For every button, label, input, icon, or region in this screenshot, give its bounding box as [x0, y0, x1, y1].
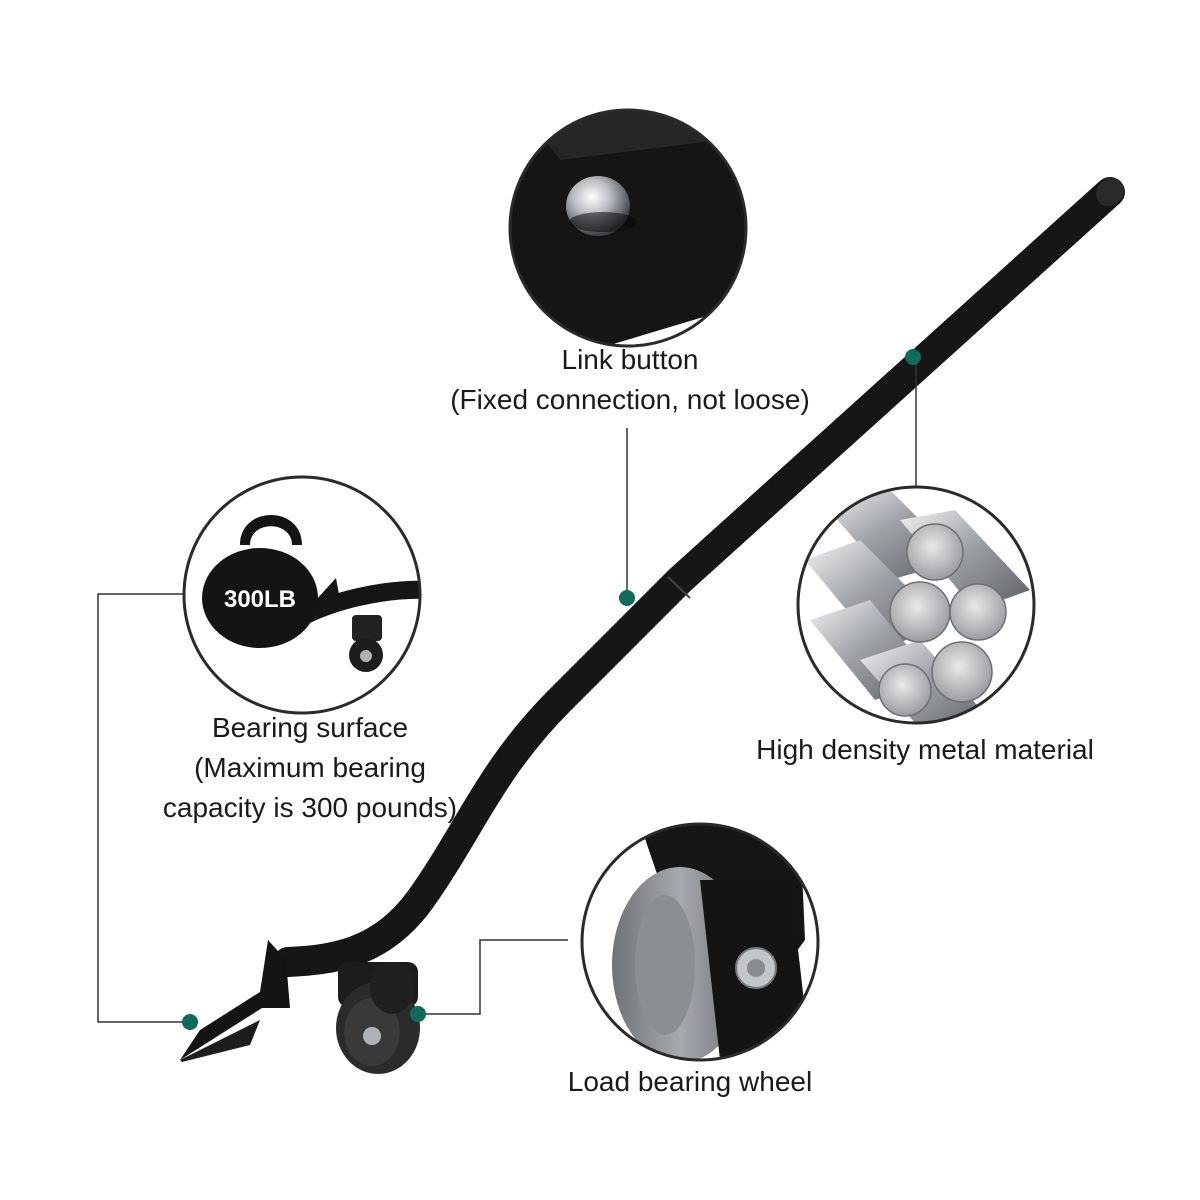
callout-circle-link-button — [508, 108, 748, 348]
metal-rods-icon — [805, 490, 1030, 723]
wheel-title: Load bearing wheel — [567, 1066, 813, 1097]
bearing-surface-line2: (Maximum bearing — [194, 752, 426, 783]
dot-toe — [182, 1014, 198, 1030]
callout-circle-wheel — [580, 822, 820, 1062]
callout-link-button-label: Link button (Fixed connection, not loose… — [400, 340, 860, 420]
bearing-surface-line3: capacity is 300 pounds) — [162, 792, 458, 823]
callout-bearing-surface-label: Bearing surface (Maximum bearing capacit… — [130, 708, 490, 828]
callout-circle-bearing-surface — [182, 475, 422, 715]
leader-wheel — [418, 939, 568, 1015]
dot-wheel — [410, 1006, 426, 1022]
callout-metal-label: High density metal material — [720, 730, 1130, 770]
dot-metal — [905, 349, 921, 365]
lever-toe-plate — [180, 940, 290, 1062]
leader-lines — [97, 360, 917, 1023]
kettlebell-weight-label: 300LB — [224, 586, 296, 613]
lever-bar — [273, 177, 1125, 977]
callout-wheel-label: Load bearing wheel — [500, 1062, 880, 1102]
metal-title: High density metal material — [756, 734, 1094, 765]
caster-wheel-icon — [612, 867, 805, 1060]
lever-wheel — [336, 962, 420, 1074]
link-button-subtitle: (Fixed connection, not loose) — [450, 384, 810, 415]
link-button-title: Link button — [561, 344, 699, 375]
bearing-surface-title: Bearing surface — [211, 712, 409, 743]
dot-link — [619, 590, 635, 606]
leader-bearing — [97, 593, 190, 1023]
accent-dots — [182, 349, 921, 1030]
kettlebell-icon — [202, 515, 318, 648]
callout-circle-metal — [796, 485, 1036, 725]
